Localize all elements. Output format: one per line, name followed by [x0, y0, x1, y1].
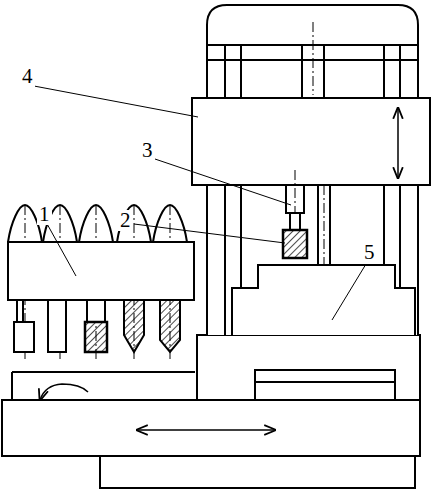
turret-tools: [14, 300, 180, 352]
callout-number: 4: [20, 66, 35, 87]
callout-number: 1: [37, 204, 52, 225]
callout-number: 3: [140, 140, 155, 161]
callout-number: 2: [118, 210, 133, 231]
callout-number: 5: [362, 242, 377, 263]
